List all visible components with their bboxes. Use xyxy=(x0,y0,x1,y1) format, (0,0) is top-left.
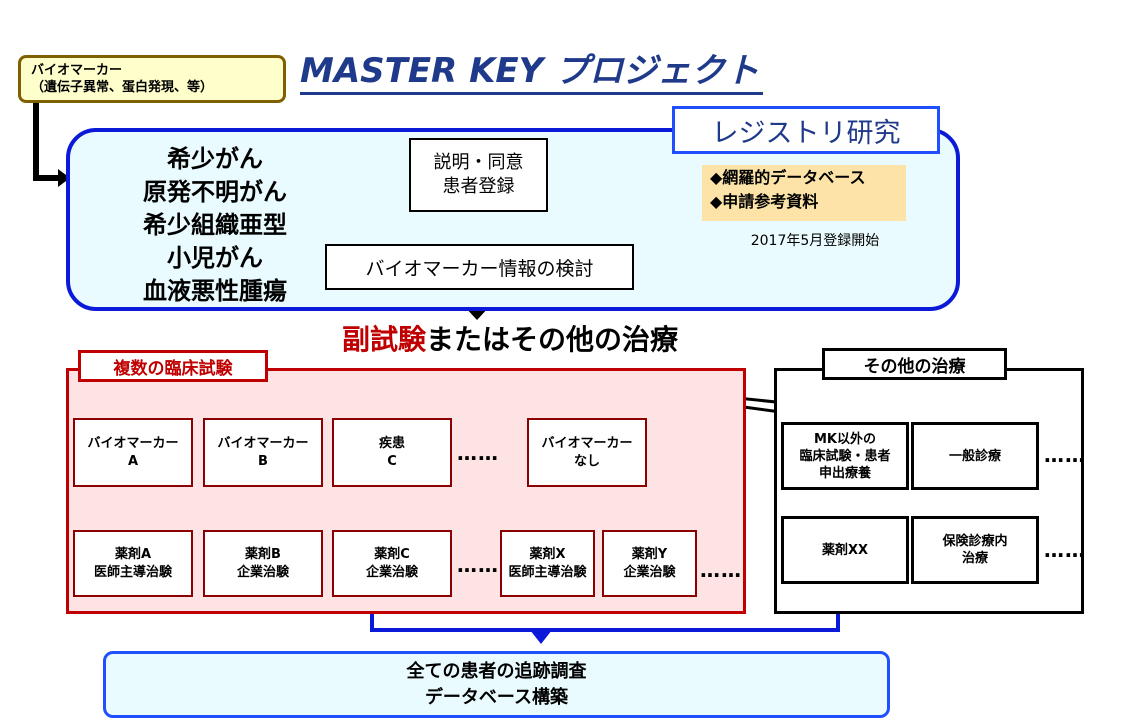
consent-line2: 患者登録 xyxy=(442,176,515,197)
feature-item: ◆網羅的データベース xyxy=(710,168,866,187)
drug-line: 薬剤X xyxy=(529,546,566,562)
drug-line: 薬剤A xyxy=(114,546,152,562)
trial-line: C xyxy=(387,453,397,469)
biomarker-tag-line2: （遺伝子異常、蛋白発現、等） xyxy=(31,80,214,95)
followup-line1: 全ての患者の追跡調査 xyxy=(406,660,587,682)
other-line: 薬剤XX xyxy=(821,542,869,558)
biomarker-tag-line1: バイオマーカー xyxy=(31,63,123,78)
drug-line: 医師主導治験 xyxy=(508,564,587,580)
cancer-item: 小児がん xyxy=(167,244,263,272)
trial-line: バイオマーカー xyxy=(87,435,179,451)
trial-disease-c: 疾患 C xyxy=(332,418,452,487)
drug-line: 企業治験 xyxy=(623,564,676,580)
other-line: MK以外の xyxy=(813,431,876,447)
followup-box: 全ての患者の追跡調査 データベース構築 xyxy=(103,651,890,718)
other-treatments-label: その他の治療 xyxy=(822,348,1007,380)
trial-line: バイオマーカー xyxy=(541,435,633,451)
biomarker-connector-arrow xyxy=(33,103,60,181)
drug-y-box: 薬剤Y 企業治験 xyxy=(602,530,697,597)
other-line: 一般診療 xyxy=(948,448,1001,464)
registration-start-date: 2017年5月登録開始 xyxy=(750,233,880,249)
other-mk-trials-box: MK以外の 臨床試験・患者 申出療養 xyxy=(781,422,909,490)
sub-trial-heading: 副試験またはその他の治療 xyxy=(300,318,720,358)
drug-x-box: 薬剤X 医師主導治験 xyxy=(500,530,595,597)
cancer-item: 希少がん xyxy=(167,145,263,173)
drug-line: 医師主導治験 xyxy=(93,564,172,580)
sub-trial-rest: またはその他の治療 xyxy=(426,323,679,356)
ellipsis-trials-bottom: …… xyxy=(457,553,499,577)
project-title: MASTER KEY プロジェクト xyxy=(300,50,764,95)
drug-line: 企業治験 xyxy=(236,564,289,580)
biomarker-review-box: バイオマーカー情報の検討 xyxy=(325,244,634,290)
trial-line: バイオマーカー xyxy=(217,435,309,451)
other-line: 治療 xyxy=(961,551,988,566)
drug-line: 薬剤Y xyxy=(631,546,668,562)
drug-b-box: 薬剤B 企業治験 xyxy=(203,530,323,597)
registry-features: ◆網羅的データベース ◆申請参考資料 xyxy=(702,165,906,221)
insurance-care-box: 保険診療内 治療 xyxy=(911,516,1039,584)
drug-line: 企業治験 xyxy=(365,564,418,580)
drug-c-box: 薬剤C 企業治験 xyxy=(332,530,452,597)
clinical-trials-label: 複数の臨床試験 xyxy=(78,350,268,382)
consent-line1: 説明・同意 xyxy=(433,152,524,173)
biomarker-tag: バイオマーカー （遺伝子異常、蛋白発現、等） xyxy=(18,55,286,103)
drug-line: 薬剤C xyxy=(374,546,410,562)
ellipsis-other-top: …… xyxy=(1044,443,1086,467)
ellipsis-other-bottom: …… xyxy=(1044,538,1086,562)
cancer-item: 原発不明がん xyxy=(143,178,287,206)
followup-arrowhead xyxy=(530,630,552,644)
ellipsis-trials-top: …… xyxy=(457,441,499,465)
sub-trial-highlight: 副試験 xyxy=(341,323,426,356)
registry-label: レジストリ研究 xyxy=(672,106,940,154)
trial-line: B xyxy=(258,453,268,469)
other-line: 申出療養 xyxy=(818,465,871,481)
trial-line: A xyxy=(127,453,139,469)
cancer-item: 血液悪性腫瘍 xyxy=(143,277,287,305)
other-line: 保険診療内 xyxy=(942,534,1008,549)
cancer-item: 希少組織亜型 xyxy=(143,211,287,239)
ellipsis-drugs: …… xyxy=(700,558,742,582)
trial-biomarker-a: バイオマーカー A xyxy=(73,418,193,487)
cancer-list: 希少がん 原発不明がん 希少組織亜型 小児がん 血液悪性腫瘍 xyxy=(120,143,310,308)
trial-line: なし xyxy=(573,453,600,469)
trial-line: 疾患 xyxy=(378,435,405,451)
drug-a-box: 薬剤A 医師主導治験 xyxy=(73,530,193,597)
biomarker-connector-head xyxy=(58,169,70,187)
trial-biomarker-none: バイオマーカー なし xyxy=(527,418,647,487)
drug-line: 薬剤B xyxy=(245,546,281,562)
other-line: 臨床試験・患者 xyxy=(799,448,891,464)
followup-bracket xyxy=(370,614,840,632)
general-care-box: 一般診療 xyxy=(911,422,1039,490)
consent-box: 説明・同意 患者登録 xyxy=(409,138,548,212)
feature-item: ◆申請参考資料 xyxy=(710,192,819,211)
trial-biomarker-b: バイオマーカー B xyxy=(203,418,323,487)
followup-line2: データベース構築 xyxy=(424,686,569,708)
drug-xx-box: 薬剤XX xyxy=(781,516,909,584)
